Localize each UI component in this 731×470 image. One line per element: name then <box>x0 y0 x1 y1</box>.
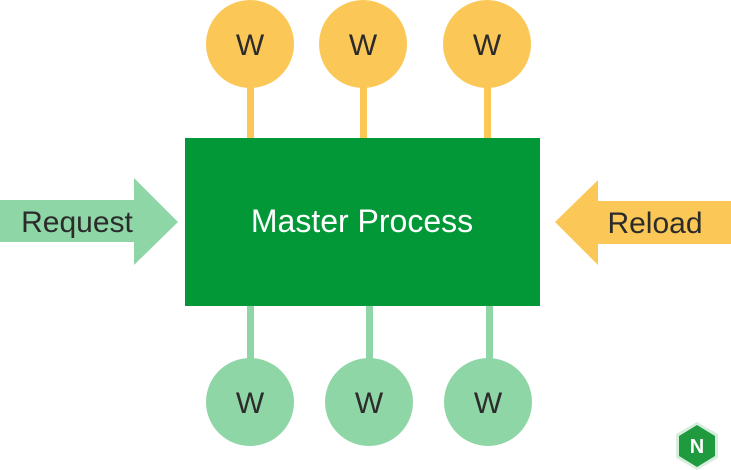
bottom-connector-2 <box>366 305 373 370</box>
top-connectors <box>247 80 491 140</box>
worker-bottom-1: W <box>206 358 294 446</box>
bottom-connector-1 <box>247 305 254 370</box>
worker-label: W <box>355 387 384 420</box>
bottom-connector-3 <box>486 305 493 370</box>
reload-label: Reload <box>607 207 702 240</box>
worker-bottom-2: W <box>325 358 413 446</box>
master-process-label: Master Process <box>251 203 473 239</box>
worker-label: W <box>473 29 502 62</box>
worker-top-1: W <box>206 0 294 88</box>
worker-top-3: W <box>443 0 531 88</box>
master-process-box: Master Process <box>185 138 540 306</box>
worker-label: W <box>349 29 378 62</box>
reload-arrow: Reload <box>555 180 731 265</box>
worker-bottom-3: W <box>444 358 532 446</box>
request-label: Request <box>21 206 133 239</box>
request-arrow: Request <box>0 178 178 265</box>
worker-top-2: W <box>319 0 407 88</box>
worker-label: W <box>236 29 265 62</box>
top-connector-1 <box>247 80 254 140</box>
top-connector-3 <box>484 80 491 140</box>
worker-label: W <box>474 387 503 420</box>
logo-letter: N <box>690 436 704 458</box>
worker-label: W <box>236 387 265 420</box>
top-connector-2 <box>360 80 367 140</box>
bottom-connectors <box>247 305 493 370</box>
nginx-logo-icon: N <box>676 422 718 470</box>
